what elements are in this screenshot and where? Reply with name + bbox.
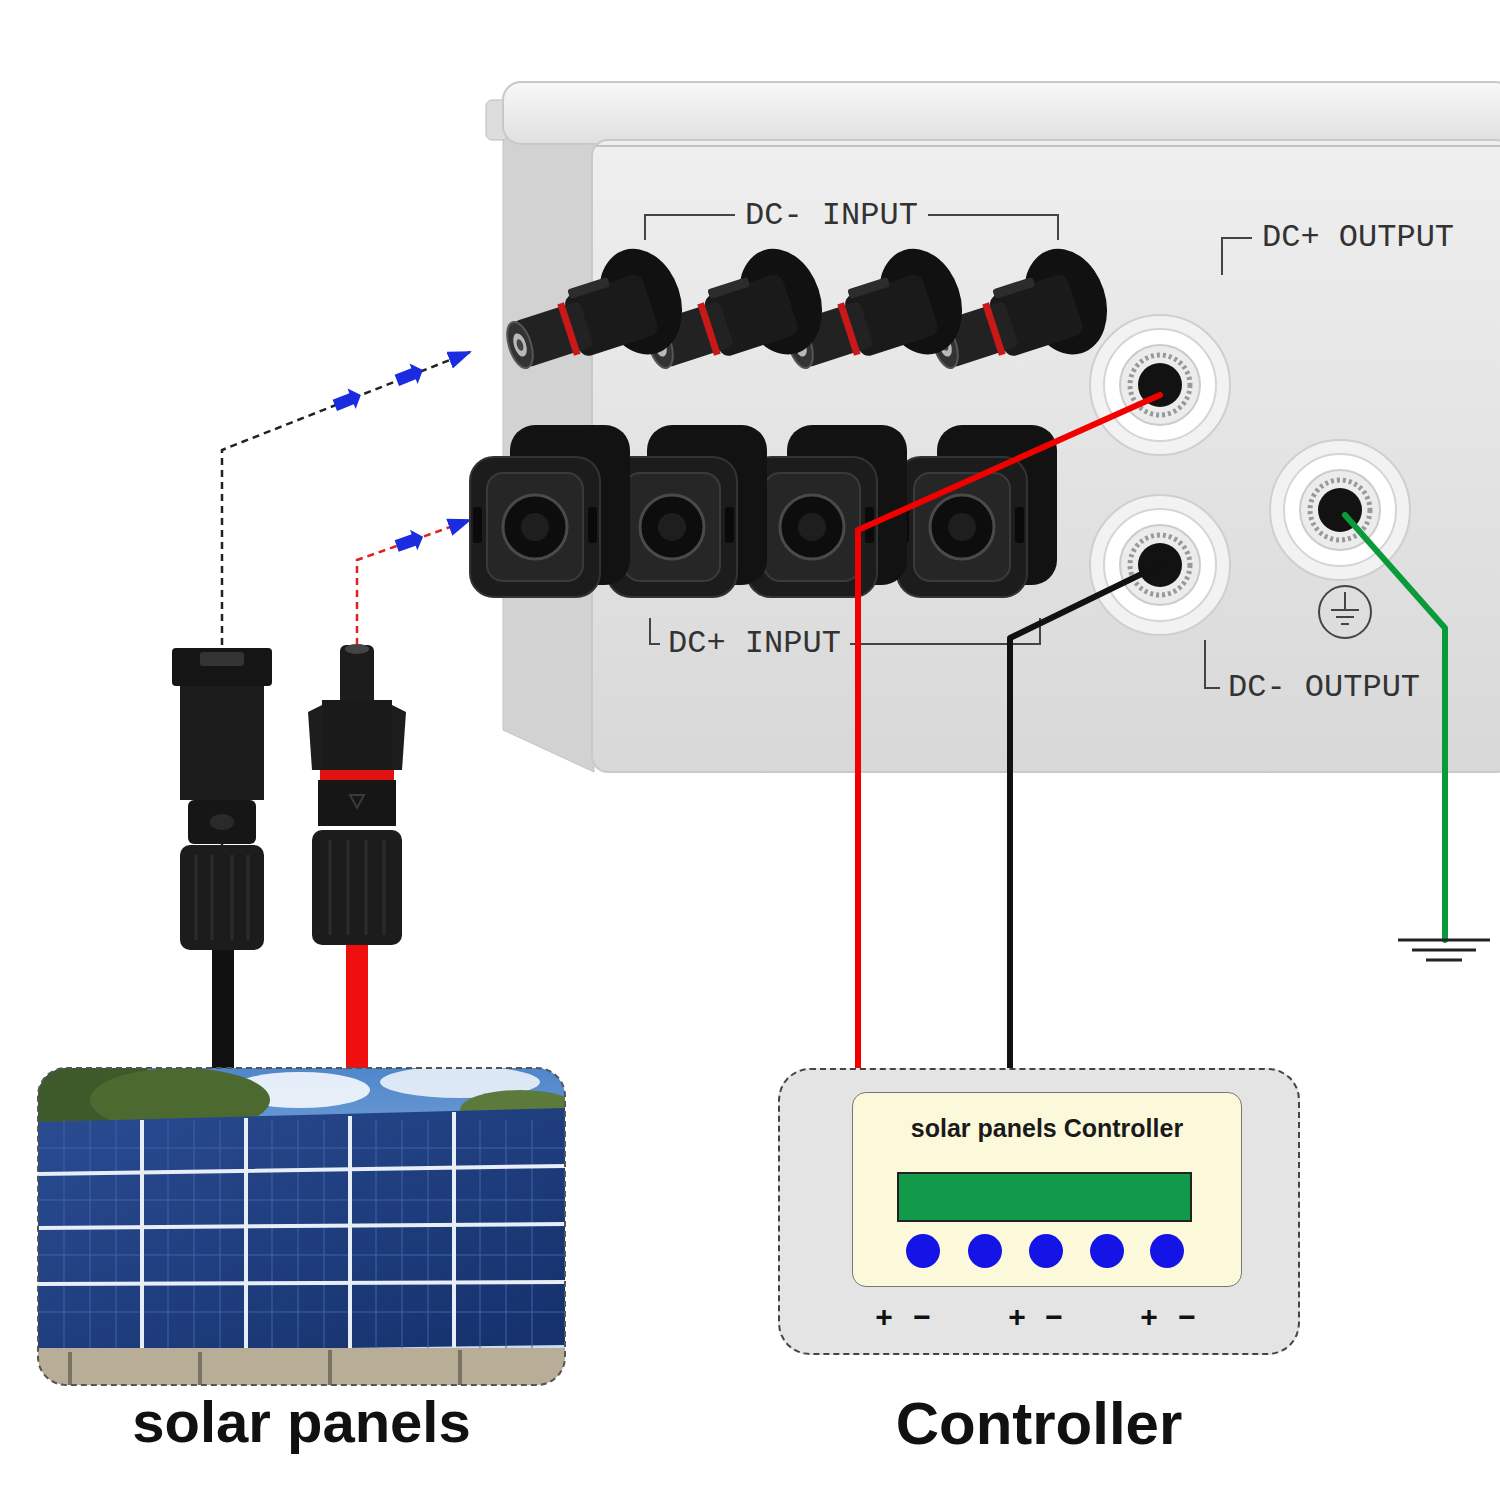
terminal-sign: + <box>1008 1302 1026 1332</box>
male-plug <box>312 830 402 945</box>
solar-panel-group: solar panels <box>38 1065 565 1475</box>
combiner-housing <box>592 140 1500 772</box>
cable-gland <box>1270 440 1410 580</box>
combiner-housing <box>503 82 1500 144</box>
terminal-sign: − <box>1045 1302 1063 1332</box>
earth-symbol <box>1398 939 1490 942</box>
control-button <box>1029 1234 1063 1268</box>
control-button <box>1150 1234 1184 1268</box>
solar-panel-photo <box>38 1112 565 1350</box>
male-plug <box>346 940 368 1070</box>
male-plug <box>345 644 369 654</box>
solar-panel-photo <box>38 1068 565 1385</box>
female-plug <box>172 648 272 686</box>
male-plug <box>340 645 374 707</box>
port-label: DC- INPUT <box>745 200 918 232</box>
male-plug <box>330 840 384 935</box>
ground-wire <box>1345 515 1445 940</box>
female-connector <box>492 238 696 396</box>
earth-symbol <box>1398 940 1490 960</box>
solar-panel-photo <box>38 1348 565 1385</box>
terminal-sign: + <box>875 1302 893 1332</box>
solar-panel-photo <box>38 1068 565 1385</box>
female-plug <box>210 814 234 830</box>
port-label: DC+ OUTPUT <box>1262 222 1454 254</box>
female-plug <box>200 652 244 666</box>
female-plug <box>172 648 272 1070</box>
photo-frame <box>38 1068 565 1385</box>
lcd-display <box>898 1173 1191 1221</box>
negative-wire <box>1010 565 1160 772</box>
female-plug <box>188 800 256 844</box>
positive-wire <box>858 395 1160 772</box>
female-plug <box>212 945 234 1070</box>
direction-arrow <box>393 526 427 556</box>
controller-box: Controllersolar panels Controller+−+−+− <box>778 1068 1300 1355</box>
earth-symbol <box>1426 959 1462 962</box>
male-connector <box>607 425 767 597</box>
solar-panel-photo <box>38 1120 565 1350</box>
label-bracket <box>1222 238 1252 275</box>
solar-panel-photo <box>38 1148 565 1312</box>
direction-arrow <box>331 385 365 416</box>
ground-symbol <box>1319 586 1371 638</box>
solar-panel-photo <box>142 1112 454 1350</box>
solar-panel-photo <box>38 1108 565 1352</box>
direction-arrow <box>331 360 427 556</box>
panel-title: solar panels Controller <box>853 1113 1241 1143</box>
port-label: DC- OUTPUT <box>1228 672 1420 704</box>
male-plug <box>350 795 364 808</box>
terminal-sign: − <box>1178 1302 1196 1332</box>
label-bracket <box>1205 640 1220 688</box>
male-plug <box>308 644 406 1070</box>
female-plug <box>180 686 264 800</box>
cable-gland <box>1090 315 1230 455</box>
ground-symbol <box>1319 586 1371 638</box>
solar-panel-photo <box>64 1120 532 1350</box>
port-label: DC+ INPUT <box>668 628 841 660</box>
male-connector <box>747 425 907 597</box>
terminal-sign: + <box>1140 1302 1158 1332</box>
earth-symbol <box>1412 949 1476 952</box>
male-plug <box>318 780 396 826</box>
solar-panel-photo <box>70 1350 460 1385</box>
female-plug <box>180 845 264 950</box>
solar-panel-photo <box>38 1166 565 1284</box>
male-plug <box>320 770 394 780</box>
combiner-housing <box>596 145 1500 147</box>
caption-text: solar panels <box>38 1387 565 1457</box>
terminal-sign: − <box>913 1302 931 1332</box>
control-button <box>1090 1234 1124 1268</box>
control-button <box>968 1234 1002 1268</box>
positive-wire <box>855 772 861 1068</box>
control-button <box>906 1234 940 1268</box>
controller-panel: solar panels Controller <box>852 1092 1242 1287</box>
combiner-box: DC- INPUT DC+ INPUT DC+ OUTPUT DC- OUTPUT <box>470 80 1492 772</box>
negative-wire <box>1007 772 1013 1068</box>
direction-arrow <box>393 360 427 391</box>
ground-symbol <box>1331 592 1359 624</box>
combiner-housing <box>486 82 1500 772</box>
caption-text: Controller <box>780 1388 1298 1460</box>
male-connector <box>470 425 630 597</box>
female-plug <box>196 855 248 940</box>
male-plug <box>322 700 392 772</box>
